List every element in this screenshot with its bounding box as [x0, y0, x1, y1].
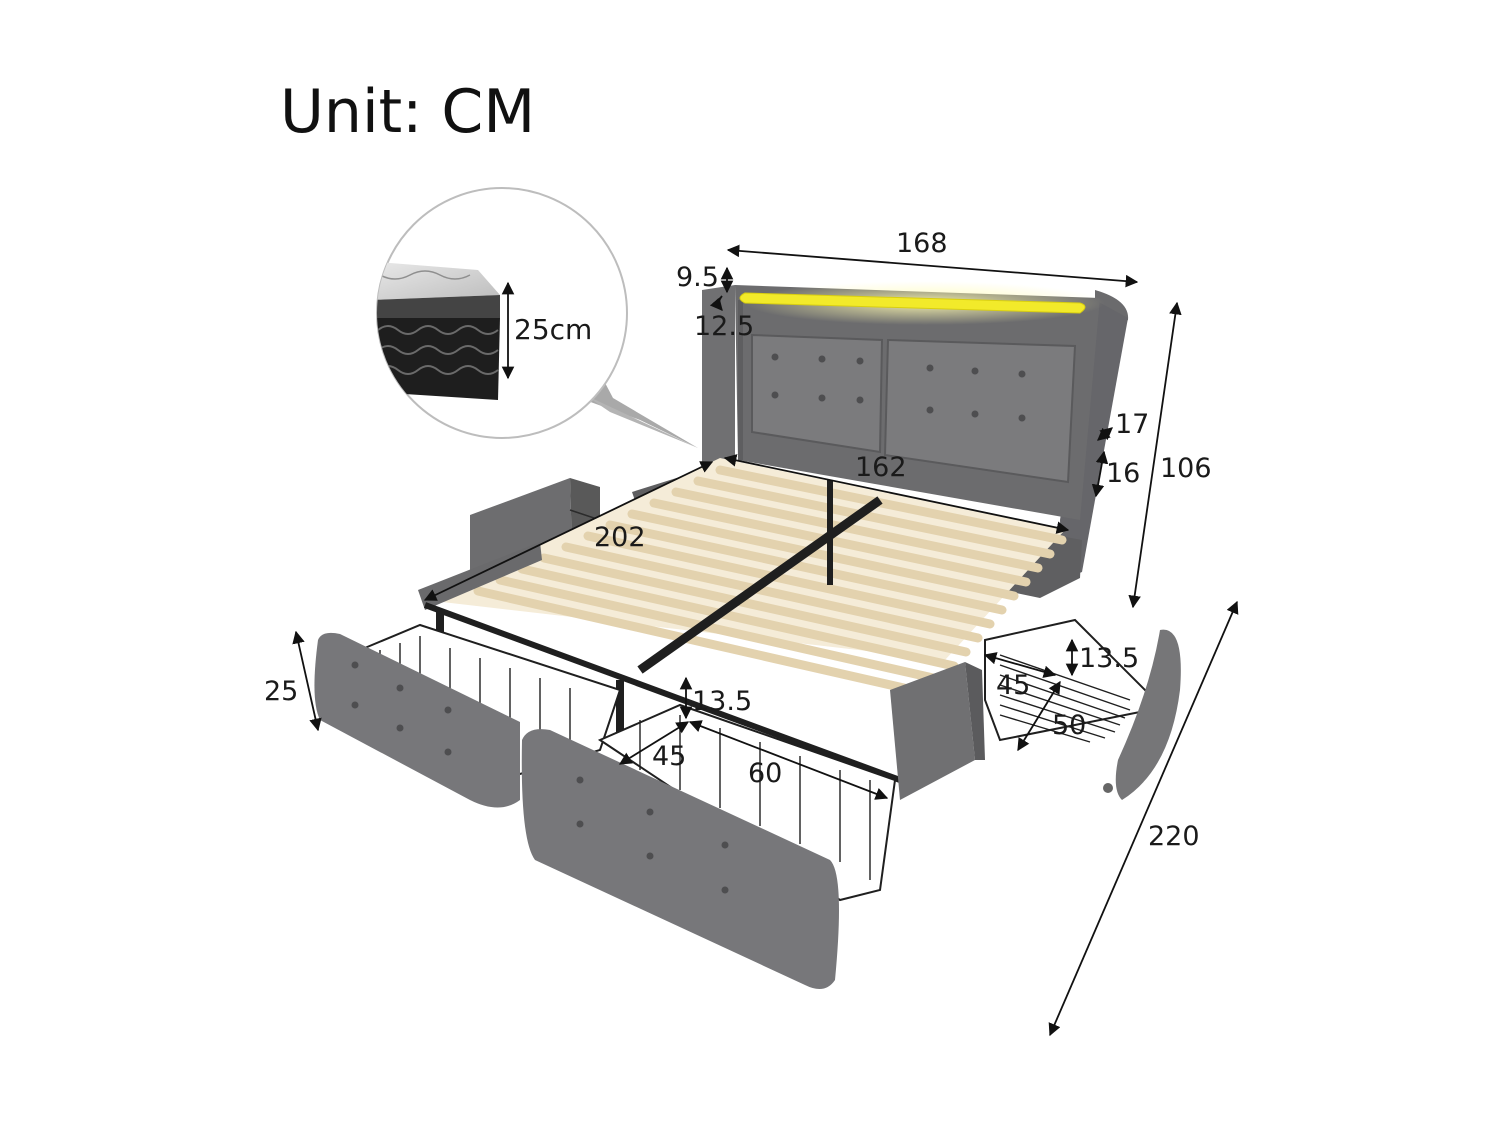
inner-length-label: 202: [594, 522, 646, 553]
mattress-callout: [376, 187, 698, 448]
mattress-thickness-label: 25cm: [514, 313, 593, 346]
total-height-label: 106: [1160, 453, 1212, 484]
wing-height-label: 16: [1106, 458, 1141, 489]
total-length-label: 220: [1148, 821, 1200, 852]
led-strip: [739, 292, 1086, 314]
inner-width-label: 162: [855, 452, 907, 483]
front-right-drawer: [521, 703, 897, 989]
mattress-sample: [377, 262, 500, 400]
wing-depth-label: 17: [1115, 409, 1150, 440]
drawer-front-height-label: 25: [264, 676, 299, 707]
front-drawer-length-label: 60: [748, 758, 783, 789]
front-drawer-width-label: 45: [652, 741, 687, 772]
dimension-lines: [292, 244, 1239, 1037]
light-strip-gap-label: 12.5: [694, 311, 755, 342]
side-drawer-length-label: 50: [1052, 710, 1087, 741]
side-drawer-width-label: 45: [996, 670, 1031, 701]
headboard-width-label: 168: [896, 228, 948, 259]
front-drawer-depth-label: 13.5: [692, 686, 753, 717]
side-drawer-depth-label: 13.5: [1079, 643, 1140, 674]
unit-label: Unit: CM: [280, 77, 536, 147]
light-strip-height-label: 9.5: [676, 262, 719, 293]
